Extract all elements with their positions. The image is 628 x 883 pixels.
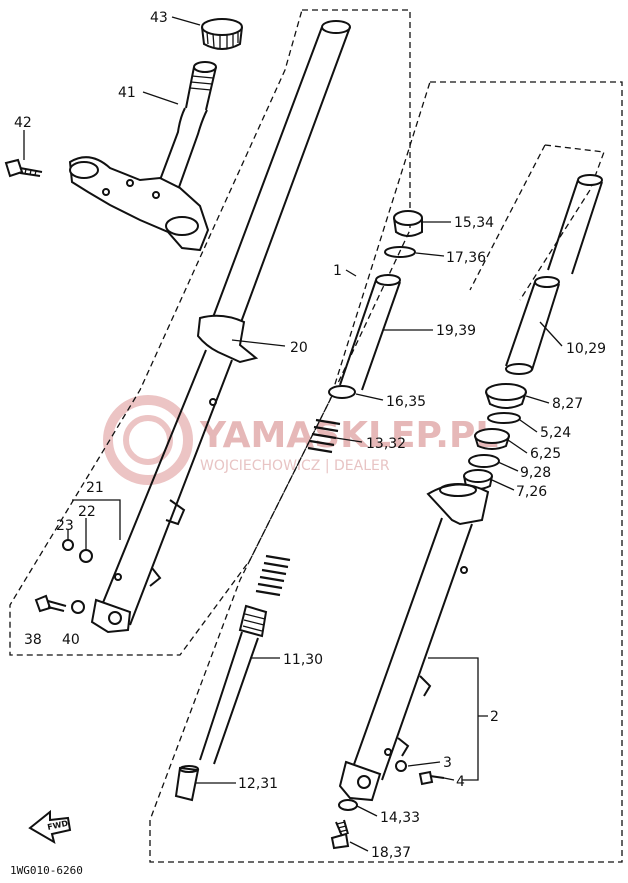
- callout-41: 41: [118, 85, 136, 101]
- leader-lines: [23, 16, 563, 852]
- right-fork-group-boundary: [149, 81, 623, 863]
- ring-nut-43: [201, 18, 243, 50]
- fwd-label: FWD: [47, 819, 70, 832]
- watermark-brand: YAMASKLEP.PL: [199, 415, 498, 456]
- callout-17-36: 17,36: [446, 250, 486, 266]
- callout-11-30: 11,30: [283, 652, 323, 668]
- callout-6-25: 6,25: [530, 446, 561, 462]
- spacer-19: [339, 274, 401, 391]
- callout-42: 42: [14, 115, 32, 131]
- callout-18-37: 18,37: [371, 845, 411, 861]
- callout-2: 2: [490, 709, 499, 725]
- washer-22: [79, 549, 93, 563]
- callout-16-35: 16,35: [386, 394, 426, 410]
- callout-20: 20: [290, 340, 308, 356]
- callout-14-33: 14,33: [380, 810, 420, 826]
- callout-43: 43: [150, 10, 168, 26]
- callout-4: 4: [456, 774, 465, 790]
- callout-10-29: 10,29: [566, 341, 606, 357]
- dust-seal-8: [485, 383, 527, 409]
- callout-19-39: 19,39: [436, 323, 476, 339]
- gasket-14: [338, 799, 358, 811]
- forward-arrow-icon: FWD: [28, 809, 72, 845]
- oil-seal-6: [474, 428, 510, 450]
- bolt-4: [418, 770, 445, 786]
- bolt-23: [62, 539, 74, 551]
- callout-5-24: 5,24: [540, 425, 571, 441]
- watermark-logo-icon: [103, 395, 193, 485]
- oil-lock-piece-12: [174, 765, 200, 802]
- callout-15-34: 15,34: [454, 215, 494, 231]
- damper-rod-11: [199, 604, 268, 765]
- washer-3: [395, 760, 407, 772]
- callout-3: 3: [443, 755, 452, 771]
- callout-9-28: 9,28: [520, 465, 551, 481]
- bolt-38: [34, 594, 67, 613]
- bolt-18: [330, 819, 350, 850]
- callout-13-32: 13,32: [366, 436, 406, 452]
- callout-7-26: 7,26: [516, 484, 547, 500]
- callout-23: 23: [56, 518, 74, 534]
- washer-16: [328, 385, 356, 399]
- callout-12-31: 12,31: [238, 776, 278, 792]
- washer-40: [71, 600, 85, 614]
- fork-assembly-20: [90, 20, 351, 634]
- callout-40: 40: [62, 632, 80, 648]
- spring-13: [255, 418, 341, 597]
- watermark-sub: WOJCIECHOWICZ | DEALER: [200, 458, 390, 474]
- inner-tube-10: [505, 174, 603, 375]
- cap-bolt-15: [393, 210, 423, 237]
- dealer-watermark: YAMASKLEP.PL WOJCIECHOWICZ | DEALER: [103, 395, 498, 485]
- clip-5: [487, 412, 521, 424]
- callout-21: 21: [86, 480, 104, 496]
- steering-stem-41: [68, 61, 217, 252]
- bolt-42: [4, 158, 43, 178]
- callout-1: 1: [333, 263, 342, 279]
- callout-38: 38: [24, 632, 42, 648]
- diagram-code: 1WG010-6260: [10, 864, 83, 877]
- outer-tube-2: [338, 483, 490, 802]
- callout-8-27: 8,27: [552, 396, 583, 412]
- washer-9: [468, 454, 500, 468]
- callout-22: 22: [78, 504, 96, 520]
- damper-group-boundary: [469, 144, 605, 301]
- o-ring-17: [384, 246, 416, 258]
- left-fork-group-boundary: [9, 9, 411, 656]
